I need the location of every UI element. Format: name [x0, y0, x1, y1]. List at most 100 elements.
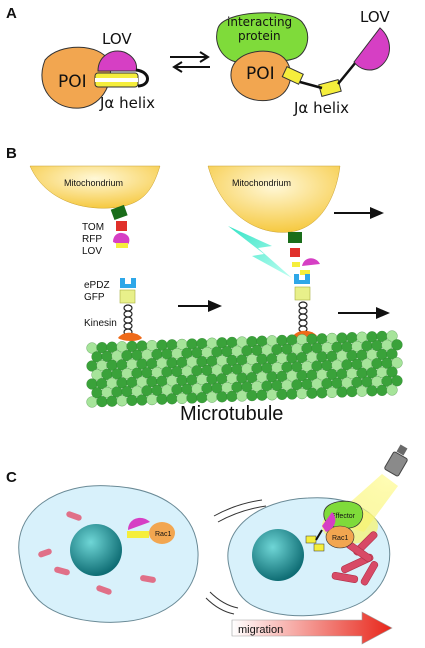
tubulin-dot — [96, 396, 108, 408]
rac1-right — [325, 525, 355, 549]
ja-c-right-1 — [305, 535, 317, 544]
tubulin-dot — [246, 390, 258, 402]
linker-left — [135, 68, 149, 88]
arrow-left-kinesin — [178, 300, 222, 312]
tubulin-dot — [116, 395, 128, 407]
gfp-right — [294, 286, 311, 301]
lov-domain-right — [353, 27, 390, 71]
tubulin-dot — [356, 385, 368, 397]
light-bolt-icon — [228, 226, 292, 278]
tubulin-dot — [126, 394, 138, 406]
mitochondrium-right — [207, 165, 341, 233]
tubulin-dot — [256, 389, 268, 401]
tubulin-dot — [166, 393, 178, 405]
kinesin-right-stalk — [298, 301, 308, 333]
interacting-label-2: protein — [238, 29, 281, 43]
poi-lov-lit-state: interacting protein POI LOV Jα helix — [216, 8, 390, 117]
ja-c-right-2 — [313, 543, 325, 552]
tubulin-dot — [391, 357, 403, 369]
tubulin-dot — [336, 386, 348, 398]
tubulin-dot — [236, 390, 248, 402]
tubulin-dot — [156, 393, 168, 405]
nucleus-right — [252, 529, 304, 581]
lov-domain-left — [97, 50, 137, 72]
linker-c-right — [315, 529, 323, 541]
tubulin-dot — [391, 339, 403, 351]
poi-label-right: POI — [246, 64, 275, 84]
interacting-protein-shape — [216, 12, 309, 63]
epdz-left — [120, 278, 136, 288]
rfp-left — [116, 221, 127, 231]
panel-a-letter: A — [6, 5, 17, 22]
arrow-right-kinesin — [338, 307, 390, 319]
microtubule-label: Microtubule — [180, 403, 283, 425]
effector-label: Effector — [331, 513, 356, 520]
tubulin-dot — [386, 330, 398, 342]
ja-label-right: Jα helix — [293, 99, 349, 117]
tubulin-dot — [106, 395, 118, 407]
mito-label-left: Mitochondrium — [64, 178, 123, 188]
bars-left — [38, 511, 156, 595]
tubulin-dot — [286, 388, 298, 400]
poi-label-left: POI — [58, 72, 87, 92]
tubulin-dot — [216, 391, 228, 403]
mito-label-right: Mitochondrium — [232, 178, 291, 188]
tubulin-dot — [196, 392, 208, 404]
migration-label: migration — [238, 624, 283, 636]
gfp-left — [119, 289, 136, 304]
tubulin-dot — [86, 396, 98, 408]
tubulin-dot — [146, 394, 158, 406]
linker-right — [299, 61, 357, 90]
rac1-label-left: Rac1 — [155, 531, 171, 538]
poi-shape-left — [41, 46, 111, 109]
lamp-icon — [384, 444, 408, 477]
tubulin-dot — [326, 386, 338, 398]
tubulin-dot — [206, 391, 218, 403]
ja-label-left: Jα helix — [99, 94, 155, 112]
tubulin-dot — [186, 392, 198, 404]
tom-left — [110, 204, 128, 221]
lov-c-right — [322, 512, 336, 532]
kinesin-label: Kinesin — [84, 318, 117, 329]
tom-right — [288, 232, 302, 243]
bars-right — [331, 531, 379, 586]
tubulin-dot — [376, 384, 388, 396]
lov-label-b: LOV — [82, 246, 102, 257]
tubulin-dot — [386, 348, 398, 360]
rfp-right — [290, 248, 300, 257]
lov-label-left: LOV — [102, 30, 132, 48]
tubulin-dot — [316, 387, 328, 399]
motion-lines — [205, 499, 267, 615]
lov-ja-right-b-2 — [300, 270, 310, 275]
migration-arrow — [231, 611, 393, 645]
tubulin-dot — [306, 387, 318, 399]
lov-c-left — [128, 517, 150, 530]
mitochondrium-left — [29, 165, 161, 209]
rac1-left — [149, 522, 175, 544]
tubulin-dot — [296, 388, 308, 400]
kinesin-head-left — [118, 332, 142, 341]
tom-label: TOM — [82, 222, 104, 233]
lov-label-right: LOV — [360, 8, 390, 26]
microtubule — [86, 330, 403, 408]
tubulin-dot — [391, 375, 403, 387]
epdz-right — [294, 274, 310, 284]
tubulin-dot — [386, 366, 398, 378]
epdz-label: ePDZ — [84, 280, 110, 291]
tubulin-dot — [226, 390, 238, 402]
lov-ja-right-b-1 — [292, 262, 300, 267]
ja-helix-right-1 — [281, 66, 304, 85]
poi-lov-dark-state: POI LOV Jα helix — [41, 30, 155, 112]
nucleus-left — [70, 524, 122, 576]
interacting-label-1: interacting — [227, 15, 292, 29]
panel-b-letter: B — [6, 145, 17, 162]
panel-c-letter: C — [6, 469, 17, 486]
tubulin-dot — [136, 394, 148, 406]
tubulin-dot — [346, 386, 358, 398]
tubulin-dot — [386, 384, 398, 396]
gfp-label: GFP — [84, 292, 105, 303]
lov-right-b — [302, 258, 320, 266]
tubulin-dot — [266, 389, 278, 401]
kinesin-left-stalk — [123, 304, 133, 336]
